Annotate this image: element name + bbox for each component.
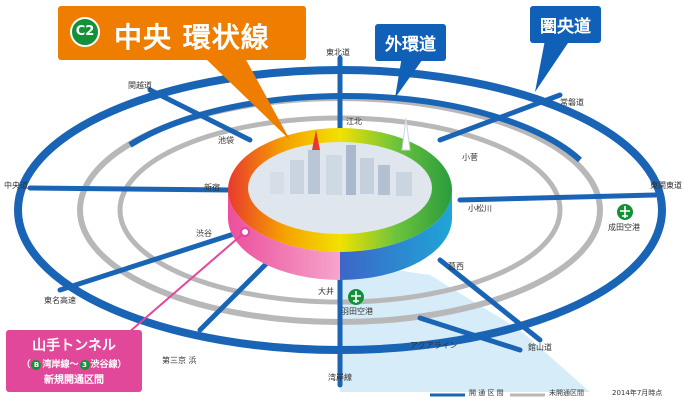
tunnel-new-section: 新規開通区間 — [44, 375, 104, 386]
label-oi: 大井 — [318, 287, 334, 296]
legend-open-label: 開 通 区 間 — [469, 389, 504, 397]
label-kanetsu: 関越道 — [128, 81, 152, 90]
tunnel-paren-open: （ — [21, 360, 31, 370]
label-shibuya: 渋谷 — [196, 229, 212, 238]
daisan-keihin-road — [197, 257, 273, 333]
c2-title: 中央 環状線 — [114, 21, 270, 54]
gaikan-pointer — [395, 56, 425, 98]
label-koto: 江北 — [346, 117, 362, 126]
kenodo-callout: 圏央道 — [530, 6, 601, 43]
label-shinjuku: 新宿 — [204, 183, 220, 192]
tateyama-road — [437, 257, 543, 343]
bay-area — [340, 262, 590, 392]
route-number-badge: B — [31, 360, 42, 370]
airplane-glyph-narita — [620, 206, 630, 218]
tunnel-section-text: 湾岸線～ — [42, 360, 79, 370]
label-narita: 成田空港 — [608, 223, 640, 232]
c2-front-left — [228, 190, 340, 280]
c2-front-right — [340, 190, 452, 280]
label-joban: 常磐道 — [560, 98, 584, 107]
label-daisan-keihin: 第三京 浜 — [162, 356, 197, 365]
label-tateyama: 館山道 — [528, 343, 552, 352]
city-buildings — [270, 117, 412, 196]
label-kasai: 葛西 — [448, 262, 464, 271]
label-ikebukuro: 池袋 — [218, 136, 234, 145]
higashikanto-road — [457, 192, 658, 203]
kenodo-pointer — [535, 40, 570, 92]
kanetsu-road — [147, 87, 253, 143]
gaikan-callout: 外環道 — [375, 24, 446, 61]
label-kosuge: 小菅 — [462, 153, 478, 162]
c2-badge: C2 — [70, 17, 100, 47]
label-higashikanto: 東関東道 — [650, 181, 682, 190]
label-aqualine: アクアライン — [410, 341, 458, 350]
chuo-road — [27, 185, 233, 193]
tunnel-section-text: 渋谷線） — [90, 360, 127, 370]
legend-unopened-label: 未開通区間 — [549, 389, 584, 397]
c2-pointer — [205, 58, 290, 140]
label-tohoku: 東北道 — [326, 48, 350, 57]
legend-date: 2014年7月時点 — [612, 389, 663, 397]
label-komatsugawa: 小松川 — [468, 204, 492, 213]
airplane-glyph-haneda — [351, 291, 361, 303]
joban-road — [437, 92, 563, 143]
radial-roads — [27, 55, 658, 388]
aqualine-road — [417, 315, 523, 353]
label-tomei: 東名高速 — [44, 296, 76, 305]
route-number-badge: 3 — [79, 360, 90, 370]
c2-callout: C2 中央 環状線 — [58, 6, 306, 60]
tunnel-pointer — [119, 231, 246, 341]
tunnel-title: 山手トンネル — [32, 338, 116, 354]
label-wangan: 湾岸線 — [328, 373, 352, 382]
label-haneda: 羽田空港 — [341, 307, 373, 316]
tomei-road — [57, 229, 243, 293]
gaikan-open-section — [128, 92, 583, 163]
tunnel-pointer-dot — [240, 227, 250, 237]
label-chuo: 中央道 — [4, 181, 28, 190]
